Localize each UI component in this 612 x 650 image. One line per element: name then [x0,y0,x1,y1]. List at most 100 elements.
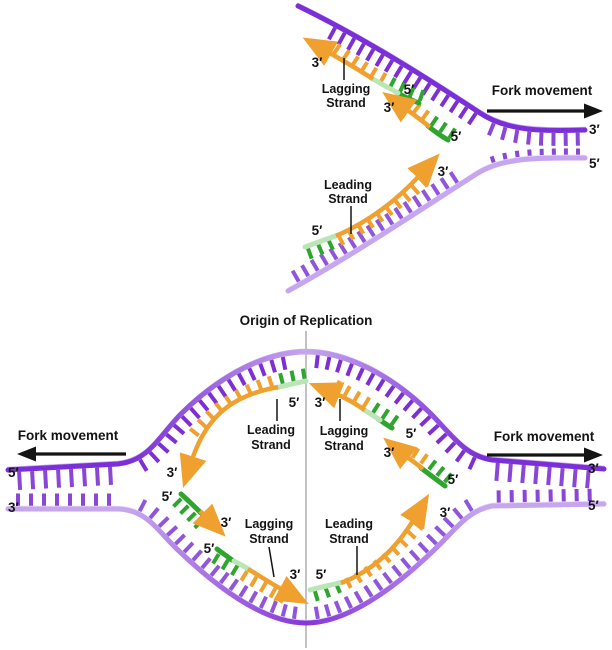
okazaki-base [342,385,352,397]
template-base [467,456,477,471]
template-base [353,590,364,604]
fork-movement-arrow-right-bottom [487,447,603,463]
label-5-prime-leading: 5′ [312,223,323,238]
template-base [345,362,354,377]
template-base [411,76,423,90]
template-base [173,533,187,546]
template-base [439,177,450,191]
label-5-prime-left-duplex-top: 5′ [8,465,19,480]
primer-base [278,372,285,385]
template-base [258,595,268,610]
okazaki-base [410,447,421,459]
template-base [198,399,210,412]
primer-base [230,564,240,577]
template-base [324,356,332,371]
leading-strand-primer [302,232,341,250]
duplex-base [533,465,539,485]
leading-base [418,176,429,188]
fragment-b [383,437,425,471]
okazaki-base [258,581,268,593]
template-base [314,354,320,369]
template-base [209,564,221,578]
label-3-prime-fragment2: 3′ [384,100,395,115]
template-base [226,378,237,392]
template-base [408,549,421,562]
template-base [365,48,376,62]
duplex-base [502,152,508,161]
leading-strand-left [179,384,279,488]
template-base [182,541,195,554]
template-base [430,88,441,102]
template-base [191,549,203,562]
primer-base [179,504,190,516]
template-base [238,584,249,598]
primer-base [306,247,314,260]
template-base [374,53,385,68]
duplex-base [108,466,113,486]
duplex-base [520,464,526,484]
duplex-base [56,469,61,488]
duplex-base [585,470,591,489]
origin-of-replication-title: Origin of Replication [240,313,373,328]
duplex-base [559,468,565,487]
leading-strand [335,153,440,239]
template-base [425,533,439,546]
primer-base [389,414,400,427]
leading-base [255,379,264,392]
primer-base [211,553,221,565]
template-base [216,384,228,398]
duplex-base [69,468,74,488]
template-base [355,42,366,57]
primer-base [397,81,407,94]
template-base [137,499,148,513]
template-base [290,269,301,283]
label-3-prime-leading: 3′ [438,164,449,179]
primer-base [326,238,335,251]
primer-base [380,408,391,420]
template-base [411,195,423,209]
duplex-base [513,129,520,144]
template-base [172,423,186,436]
leading-left-label-line1: Leading [247,423,295,437]
leading-base [413,520,425,531]
primer-base [312,589,320,602]
okazaki-base [332,379,342,392]
label-5-prime-right-duplex-bottom: 5′ [588,498,599,513]
template-base [247,367,257,381]
template-base [391,564,403,578]
leading-base [188,427,200,438]
leading-strand-left-primer [273,378,309,391]
okazaki-base [420,109,431,121]
template-base [280,603,288,618]
duplex-base [572,469,578,488]
label-3-prime-leading-right: 3′ [440,505,451,520]
label-3-prime-leading-left: 3′ [167,465,178,480]
okazaki-base [411,103,422,115]
lagging-strand-label-line1: Lagging [322,82,371,96]
template-base [463,498,474,513]
template-base [402,70,413,84]
fragment-a-primer [360,406,383,423]
primer-base [438,121,448,134]
template-base [313,606,320,620]
duplex-base [500,126,508,141]
template-base [291,606,298,620]
label-3-prime-fragment-c: 3′ [221,515,232,530]
template-base [337,241,349,256]
duplex-base [494,462,500,482]
template-base [363,584,374,598]
label-3-prime-fragment-b: 3′ [384,445,395,460]
duplex-base [17,471,23,491]
top-replication-fork: 3′ Lagging Strand 5′ 3′ 5′ Fork movement… [288,2,603,291]
primer-base [371,402,381,414]
template-base [427,423,440,436]
label-5-prime-fragment1: 5′ [404,82,415,97]
label-5-prime-fragment-b: 5′ [448,472,459,487]
template-base [411,407,423,420]
primer-base [447,127,457,139]
okazaki-base [239,570,249,582]
template-base [375,378,386,392]
lagging-left-pointer [268,546,275,578]
duplex-base [527,149,532,157]
